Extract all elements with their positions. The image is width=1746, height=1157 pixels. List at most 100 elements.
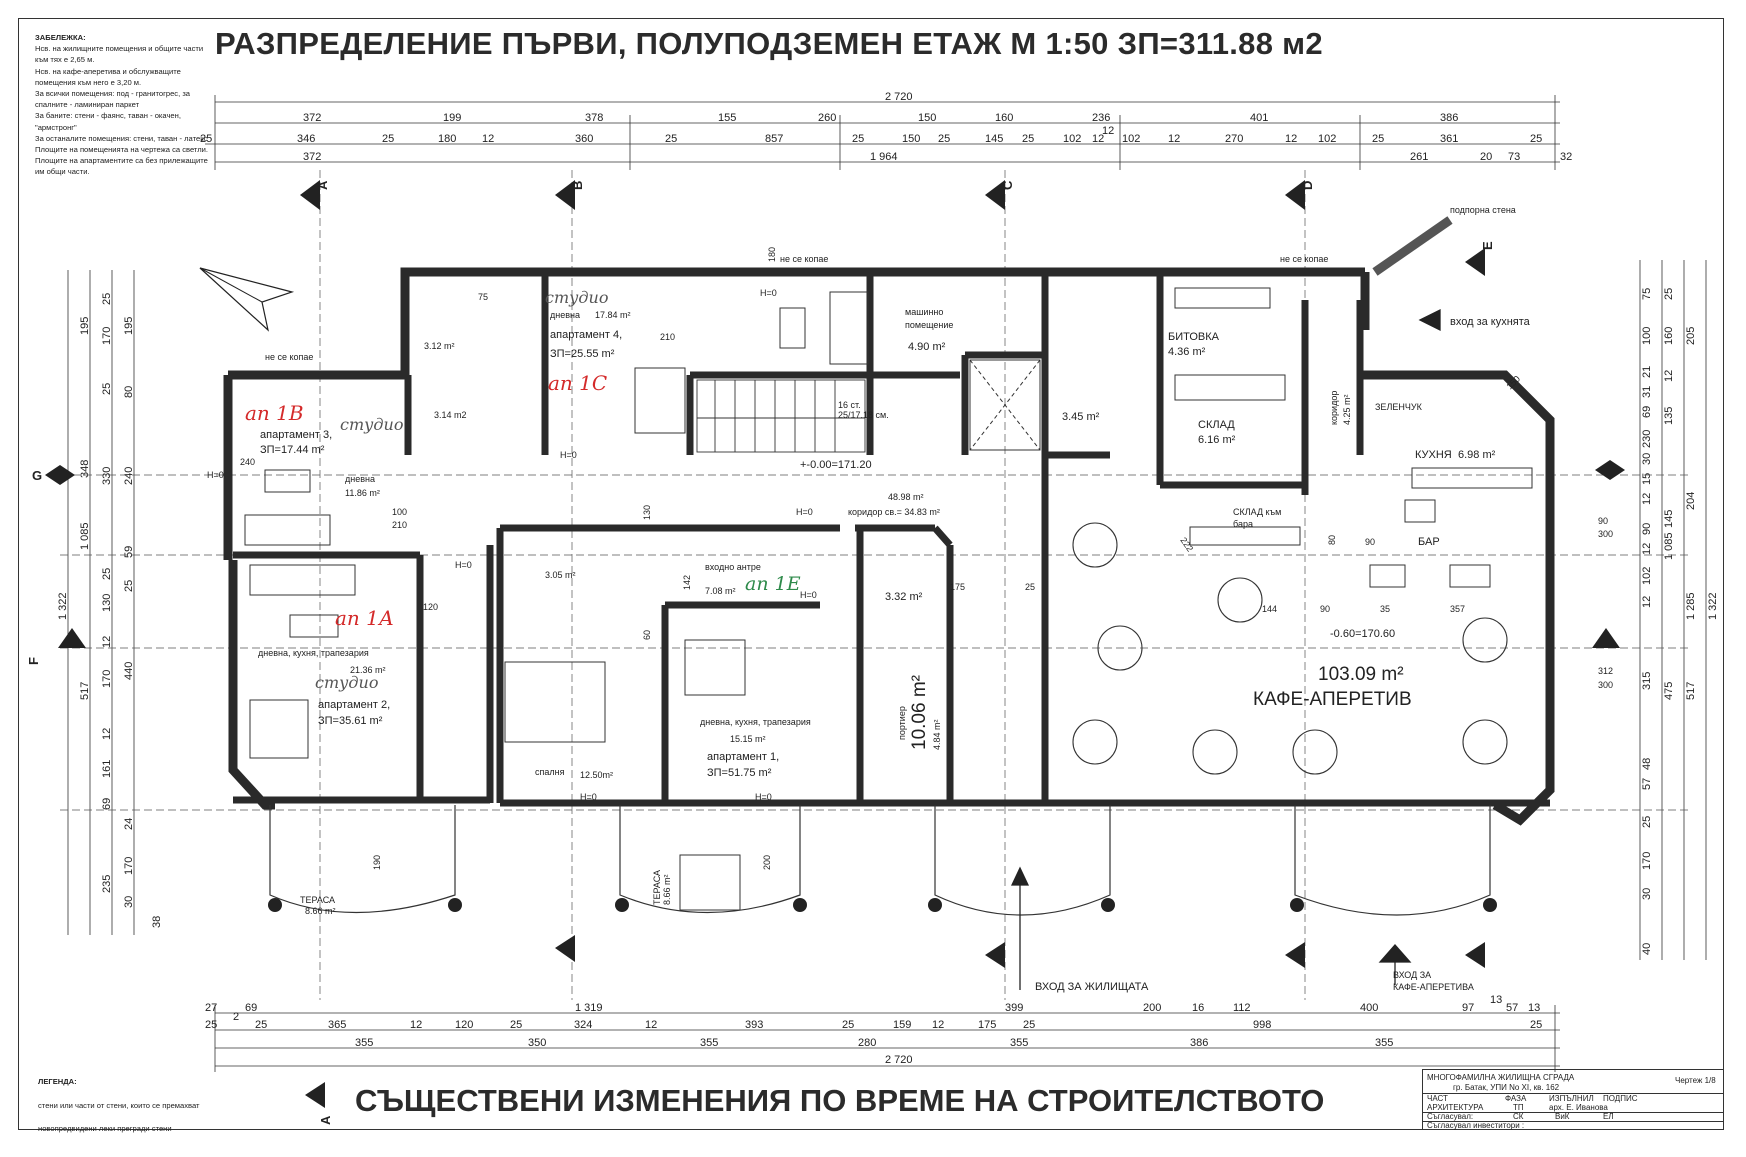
- label-terrace1-area: 8.66 m²: [305, 906, 336, 916]
- label-stairs: 16 ст.: [838, 400, 861, 410]
- dim-b2-9: 393: [745, 1019, 763, 1031]
- door-mark-25: 25: [1025, 582, 1035, 592]
- tb-h-sign: ПОДПИС: [1603, 1094, 1638, 1103]
- label-apt2-living-area: 21.36 m²: [350, 665, 386, 675]
- dim-l-21: 69: [101, 798, 113, 810]
- label-apt4-living: дневна: [550, 310, 580, 320]
- dim-b1-5: 16: [1192, 1002, 1204, 1014]
- label-sklad-area: 6.16 m²: [1198, 434, 1236, 446]
- door-mark-26: 120: [423, 602, 438, 612]
- axis-label-A: A: [315, 180, 330, 190]
- door-mark-22: 144: [1262, 604, 1277, 614]
- label-apt1-bed: спалня: [535, 767, 565, 777]
- tb-sheet: Чертеж 1/8: [1675, 1076, 1716, 1085]
- left-dimensions: [67, 270, 135, 935]
- dim-t3-3: 20: [1480, 151, 1492, 163]
- dim-l-17: 170: [101, 670, 113, 688]
- tb-r2c3: ВиК: [1555, 1112, 1570, 1121]
- dim-t1-2: 378: [585, 112, 603, 124]
- label-porter: портиер: [897, 706, 907, 740]
- dim-l-8: 25: [101, 383, 113, 395]
- door-mark-17: 312: [1598, 666, 1613, 676]
- dim-l-14: 130: [101, 594, 113, 612]
- door-mark-13: Н=0: [755, 792, 772, 802]
- axis-arrow-E-bottom: [1465, 942, 1485, 968]
- dim-l-16: 12: [101, 636, 113, 648]
- door-mark-29: 180: [767, 247, 777, 262]
- label-apt1-bed-area: 12.50m²: [580, 770, 613, 780]
- dim-r-7: 205: [1685, 327, 1697, 345]
- dim-r-9: 31: [1641, 386, 1653, 398]
- axis-label-G: G: [32, 468, 42, 483]
- dim-b1-4: 200: [1143, 1002, 1161, 1014]
- dim-l-11: 240: [123, 467, 135, 485]
- label-machine2: помещение: [905, 320, 953, 330]
- dim-r-30: 30: [1641, 888, 1653, 900]
- tb-r1c2: ТП: [1513, 1103, 1524, 1112]
- axis-label-D: D: [1300, 181, 1315, 190]
- dim-t3-4: 73: [1508, 151, 1520, 163]
- note-line-4: За баните: стени - фаянс, таван - окачен…: [35, 111, 181, 132]
- dim-b2-8: 12: [645, 1019, 657, 1031]
- dim-l-13: 59: [123, 546, 135, 558]
- dim-r-12: 135: [1663, 407, 1675, 425]
- dim-t3-0: 372: [303, 151, 321, 163]
- dim-l-0: 1 322: [57, 592, 69, 620]
- right-dimensions: [1639, 260, 1707, 960]
- dim-t2-16: 12: [1168, 133, 1180, 145]
- door-mark-10: Н=0: [455, 560, 472, 570]
- label-apt1-living: дневна, кухня, трапезария: [700, 717, 811, 727]
- label-kuhnia-area: 6.98 m²: [1458, 449, 1496, 461]
- dim-b3-4: 355: [1010, 1037, 1028, 1049]
- label-apt1-hall: входно антре: [705, 562, 761, 572]
- axis-arrow-C-top: [985, 180, 1005, 210]
- label-apt4-area: ЗП=25.55 m²: [550, 348, 615, 360]
- label-wc: 3.45 m²: [1062, 411, 1100, 423]
- left-dim-labels: 1 322 1 085 348 517 195 170 25 195 25 80…: [57, 293, 163, 928]
- door-mark-20: 35: [1380, 604, 1390, 614]
- dim-r-25: 517: [1685, 682, 1697, 700]
- label-apt3: апартамент 3,: [260, 429, 332, 441]
- label-retaining-wall: подпорна стена: [1450, 205, 1516, 215]
- note-line-7: Площите на апартаментите са без прилежащ…: [35, 156, 208, 177]
- tb-r3c1: Съгласувал инвеститори :: [1427, 1121, 1525, 1130]
- label-cafe: КАФЕ-АПЕРЕТИВ: [1253, 689, 1412, 710]
- door-mark-27: 130: [642, 505, 652, 520]
- dim-r-1: 1 285: [1685, 592, 1697, 620]
- axis-label-B: B: [570, 181, 585, 190]
- dim-t2-11: 145: [985, 133, 1003, 145]
- label-terrace2: ТЕРАСА: [652, 870, 662, 905]
- note-line-6: Площите на помещенията на чертежа са све…: [35, 145, 209, 155]
- dim-b2-0: 25: [205, 1019, 217, 1031]
- label-stairs2: 25/17.18 см.: [838, 410, 889, 420]
- label-sklad-bar: СКЛАД към: [1233, 507, 1281, 517]
- dim-r-20: 12: [1641, 543, 1653, 555]
- dim-b2-13: 175: [978, 1019, 996, 1031]
- axis-arrow-G-right: [1595, 460, 1625, 480]
- label-bitovka-area: 4.36 m²: [1168, 346, 1206, 358]
- label-sklad-bar2: бара: [1233, 519, 1253, 529]
- top-dimensions: [205, 95, 1560, 170]
- dim-t2-5: 360: [575, 133, 593, 145]
- label-bar: БАР: [1418, 536, 1440, 548]
- dim-b1-2: 1 319: [575, 1002, 603, 1014]
- tb-h-designer: ИЗПЪЛНИЛ: [1549, 1094, 1594, 1103]
- dim-b2-3: 365: [328, 1019, 346, 1031]
- stair: [696, 379, 866, 453]
- dim-b2-2: 25: [255, 1019, 267, 1031]
- dim-r-4: 25: [1663, 288, 1675, 300]
- axis-label-E: E: [1480, 241, 1495, 250]
- door-mark-28: 142: [682, 575, 692, 590]
- axis-markers: [45, 180, 1625, 1108]
- dim-r-29: 170: [1641, 852, 1653, 870]
- dim-t1-1: 199: [443, 112, 461, 124]
- label-apt1-hall-area: 7.08 m²: [705, 586, 736, 596]
- dim-t1-5: 150: [918, 112, 936, 124]
- door-mark-19: 90: [1320, 604, 1330, 614]
- label-apt2: апартамент 2,: [318, 699, 390, 711]
- dim-l-15: 25: [123, 580, 135, 592]
- axis-arrow-B-bottom: [555, 935, 575, 962]
- dim-l-10: 330: [101, 467, 113, 485]
- door-mark-2: 240: [240, 457, 255, 467]
- door-mark-23: 222: [1178, 535, 1195, 553]
